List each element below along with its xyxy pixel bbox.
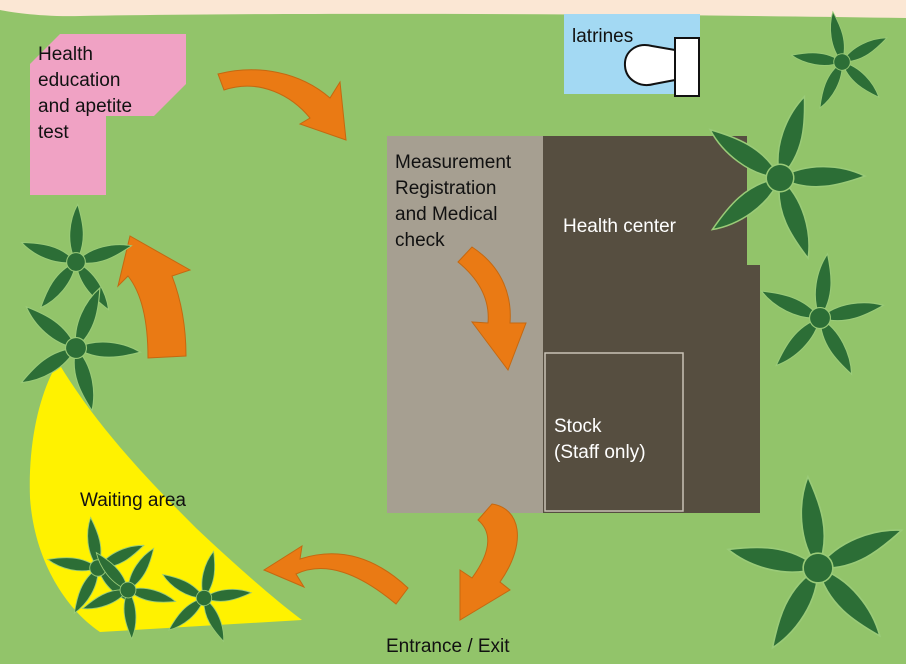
- stock-label: Stock (Staff only): [554, 416, 646, 463]
- waiting-area-label: Waiting area: [80, 490, 186, 511]
- health-education-zone: [30, 34, 186, 195]
- toilet-icon: [623, 37, 700, 97]
- health-education-label: Health education and apetite test: [38, 44, 133, 143]
- entrance-exit-label: Entrance / Exit: [386, 636, 510, 657]
- arrow-exit-to-waiting: [262, 544, 409, 605]
- arrow-building-to-exit: [459, 503, 518, 621]
- arrow-waiting-to-education: [117, 235, 192, 359]
- flow-arrows: [117, 69, 527, 621]
- top-band: [0, 0, 906, 18]
- health-center-label: Health center: [563, 216, 677, 237]
- latrines-label: latrines: [572, 26, 634, 47]
- stock-room: [544, 352, 684, 512]
- registration-label: Measurement Registration and Medical che…: [395, 152, 512, 251]
- arrow-education-to-registration: [217, 69, 347, 141]
- arrow-registration-to-stock: [457, 246, 527, 372]
